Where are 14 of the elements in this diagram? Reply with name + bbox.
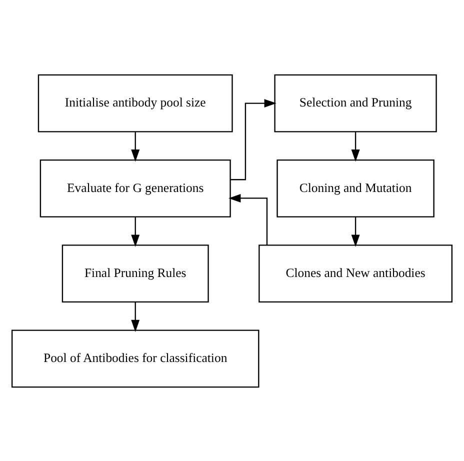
node-box: Initialise antibody pool size [38,74,233,132]
arrow [230,98,276,180]
arrow [131,216,140,246]
arrow [351,216,360,246]
arrow [351,132,360,162]
node-box: Cloning and Mutation [276,158,434,217]
node-box: Evaluate for G generations [40,158,231,217]
node-box: Pool of Antibodies for classification [11,329,260,388]
node-box: Selection and Pruning [274,74,437,132]
arrow [131,302,140,332]
node-box: Final Pruning Rules [62,244,209,302]
node-box: Clones and New antibodies [258,244,453,302]
arrow [228,193,268,245]
arrow [131,132,140,162]
